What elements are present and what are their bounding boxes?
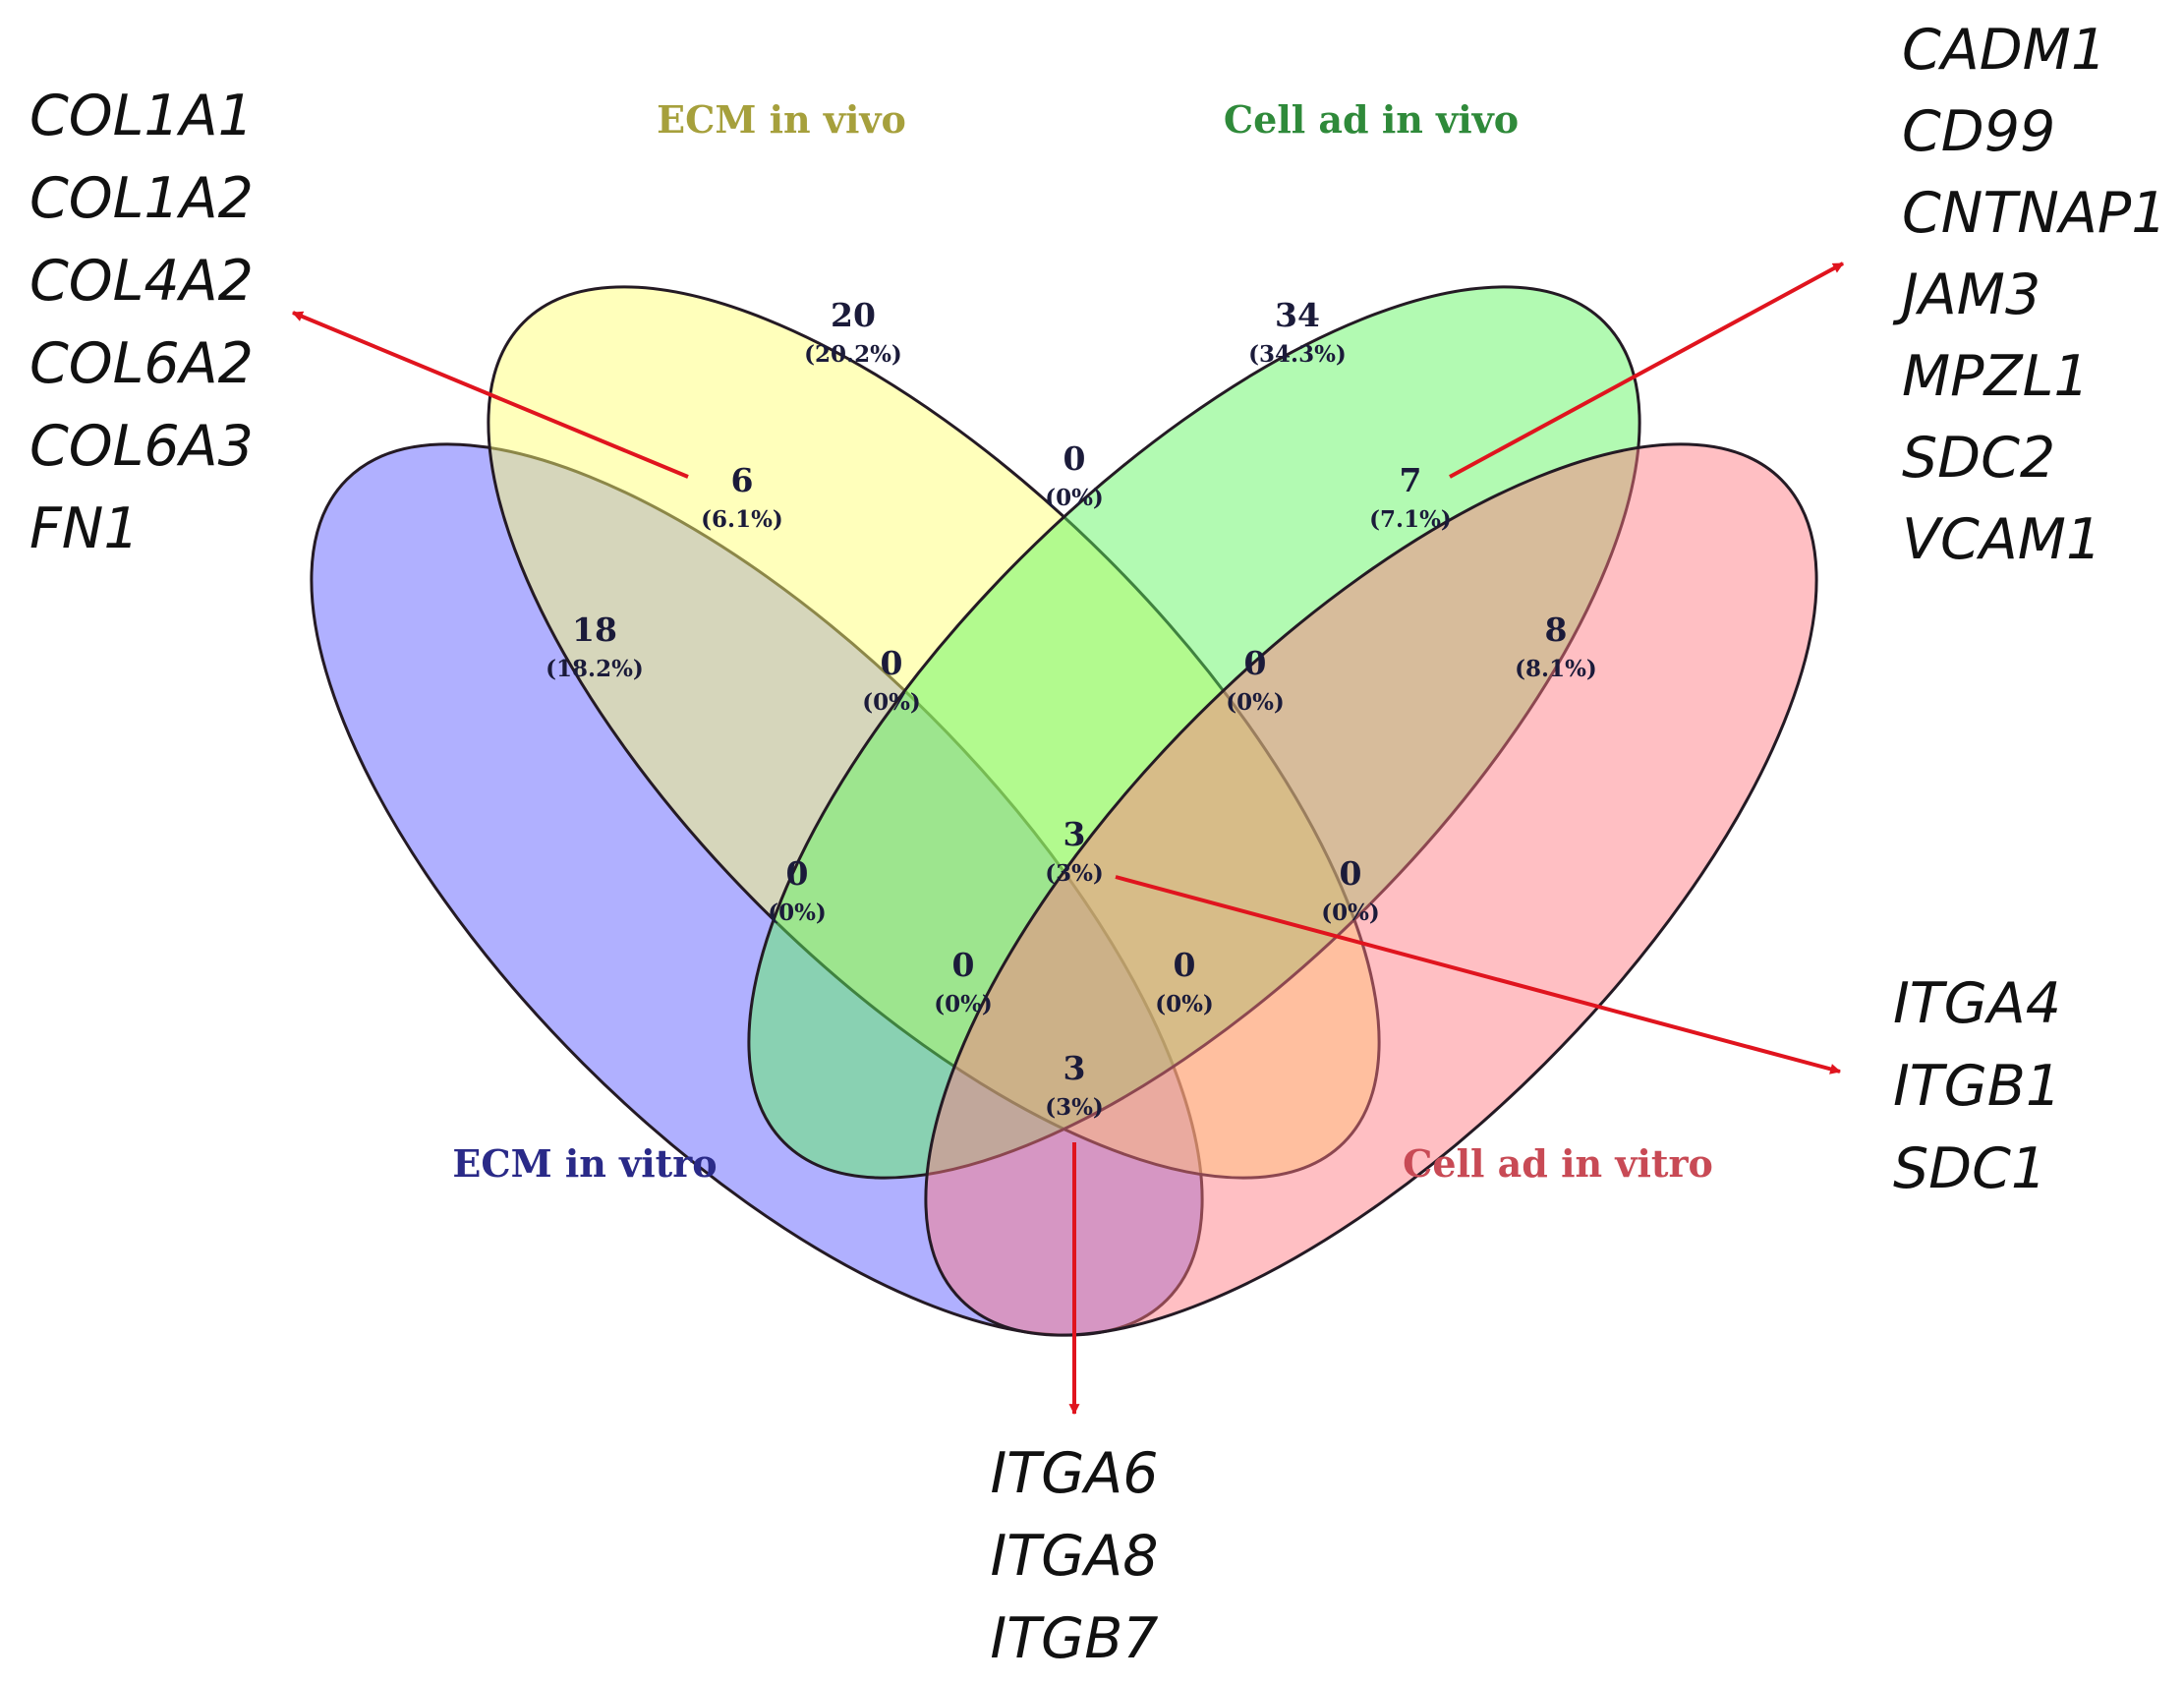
region-ecm-vitro-cell-vivo-cell-vitro: 0 (0%) bbox=[934, 946, 993, 1017]
region-count: 0 bbox=[881, 644, 903, 682]
gene-name: ITGB7 bbox=[990, 1606, 1158, 1671]
region-percent: (6.1%) bbox=[701, 506, 783, 533]
gene-name: VCAM1 bbox=[1902, 507, 2101, 572]
gene-name: SDC2 bbox=[1902, 426, 2055, 491]
set-label-ecm-in-vitro: ECM in vitro bbox=[452, 1141, 717, 1186]
region-percent: (0%) bbox=[1226, 689, 1285, 716]
gene-list-col: COL1A1 COL1A2 COL4A2 COL6A2 COL6A3 FN1 bbox=[29, 84, 254, 561]
region-all-four: 3 (3%) bbox=[1045, 815, 1104, 887]
region-cell-ad-in-vivo-only: 34 (34.3%) bbox=[1248, 296, 1347, 368]
arrow-to-itga4-genes bbox=[1115, 875, 1842, 1074]
gene-name: FN1 bbox=[29, 496, 140, 561]
gene-name: CD99 bbox=[1902, 99, 2055, 164]
region-cell-vivo-cell-vitro: 7 (7.1%) bbox=[1369, 461, 1452, 533]
gene-name: ITGB1 bbox=[1893, 1054, 2061, 1119]
ellipse-cell-ad-in-vitro bbox=[924, 442, 1818, 1337]
arrow-to-col-genes bbox=[291, 311, 689, 479]
set-label-cell-ad-in-vitro: Cell ad in vitro bbox=[1403, 1141, 1713, 1186]
region-percent: (7.1%) bbox=[1369, 506, 1452, 533]
region-count: 20 bbox=[831, 296, 876, 334]
gene-name: ITGA4 bbox=[1893, 971, 2061, 1036]
gene-list-itga6: ITGA6 ITGA8 ITGB7 bbox=[990, 1441, 1158, 1671]
region-count: 18 bbox=[572, 610, 617, 649]
gene-name: COL4A2 bbox=[29, 249, 254, 314]
gene-name: CNTNAP1 bbox=[1902, 181, 2167, 246]
region-count: 0 bbox=[786, 854, 809, 893]
region-ecm-vivo-cell-vivo-cell-vitro: 0 (0%) bbox=[1226, 644, 1285, 716]
gene-name: COL1A2 bbox=[29, 166, 254, 231]
gene-name: SDC1 bbox=[1893, 1136, 2046, 1201]
region-ecm-vitro-cell-vivo: 0 (0%) bbox=[768, 854, 827, 926]
region-ecm-in-vitro-only: 18 (18.2%) bbox=[546, 610, 644, 682]
set-label-ecm-in-vivo: ECM in vivo bbox=[657, 97, 906, 142]
region-count: 3 bbox=[1063, 815, 1086, 853]
gene-name: ITGA8 bbox=[990, 1524, 1158, 1589]
region-ecm-vivo-cell-vitro: 0 (0%) bbox=[1321, 854, 1380, 926]
arrow-to-cadm-genes bbox=[1449, 261, 1844, 479]
region-percent: (20.2%) bbox=[804, 341, 902, 368]
region-percent: (0%) bbox=[1155, 991, 1214, 1017]
region-percent: (18.2%) bbox=[546, 656, 644, 682]
region-ecm-vivo-cell-vivo: 0 (0%) bbox=[1045, 439, 1104, 511]
ellipse-ecm-in-vitro bbox=[310, 442, 1204, 1337]
region-count: 6 bbox=[731, 461, 754, 499]
region-count: 34 bbox=[1275, 296, 1320, 334]
gene-name: JAM3 bbox=[1892, 262, 2040, 327]
region-percent: (3%) bbox=[1045, 860, 1104, 887]
region-percent: (0%) bbox=[862, 689, 921, 716]
region-count: 0 bbox=[1340, 854, 1362, 893]
region-ecm-vitro-ecm-vivo-cell-vitro: 0 (0%) bbox=[1155, 946, 1214, 1017]
gene-name: ITGA6 bbox=[990, 1441, 1158, 1506]
region-ecm-vitro-ecm-vivo-cell-vivo: 0 (0%) bbox=[862, 644, 921, 716]
gene-name: COL1A1 bbox=[29, 84, 254, 148]
ellipse-ecm-in-vivo bbox=[487, 285, 1381, 1180]
set-label-cell-ad-in-vivo: Cell ad in vivo bbox=[1224, 97, 1519, 142]
region-count: 0 bbox=[1244, 644, 1267, 682]
region-percent: (0%) bbox=[1045, 485, 1104, 511]
region-count: 8 bbox=[1545, 610, 1568, 649]
gene-name: COL6A2 bbox=[29, 331, 254, 396]
region-cell-ad-in-vitro-only: 8 (8.1%) bbox=[1515, 610, 1597, 682]
region-percent: (3%) bbox=[1045, 1094, 1104, 1121]
gene-list-itga4: ITGA4 ITGB1 SDC1 bbox=[1893, 971, 2061, 1201]
gene-name: MPZL1 bbox=[1902, 344, 2090, 409]
region-count: 0 bbox=[1063, 439, 1086, 478]
region-count: 7 bbox=[1400, 461, 1422, 499]
region-count: 0 bbox=[1174, 946, 1196, 984]
ellipse-cell-ad-in-vivo bbox=[747, 285, 1641, 1180]
region-percent: (0%) bbox=[934, 991, 993, 1017]
region-ecm-in-vivo-only: 20 (20.2%) bbox=[804, 296, 902, 368]
gene-list-cadm: CADM1 CD99 CNTNAP1 JAM3 MPZL1 SDC2 VCAM1 bbox=[1892, 18, 2167, 572]
region-count: 0 bbox=[952, 946, 975, 984]
region-percent: (0%) bbox=[1321, 900, 1380, 926]
region-ecm-vitro-ecm-vivo: 6 (6.1%) bbox=[701, 461, 783, 533]
region-percent: (8.1%) bbox=[1515, 656, 1597, 682]
region-count: 3 bbox=[1063, 1049, 1086, 1087]
region-percent: (0%) bbox=[768, 900, 827, 926]
region-percent: (34.3%) bbox=[1248, 341, 1347, 368]
gene-name: COL6A3 bbox=[29, 414, 254, 479]
gene-name: CADM1 bbox=[1902, 18, 2106, 83]
region-ecm-vitro-cell-vitro: 3 (3%) bbox=[1045, 1049, 1104, 1121]
